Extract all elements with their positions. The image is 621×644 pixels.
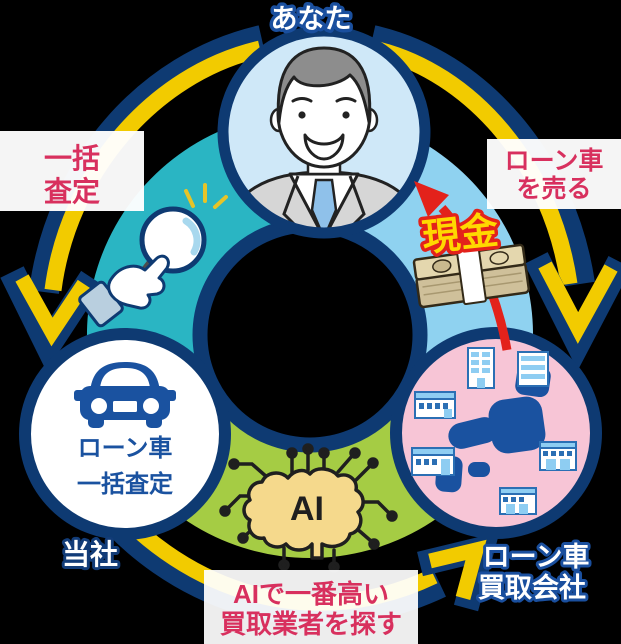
person-brow-right [335,97,357,103]
sell-badge-line2: を売る [516,175,591,203]
person-brow-left [291,97,313,103]
buyer-label-line1: ローン車 [483,542,590,572]
sell-badge: ローン車 を売る [487,139,621,209]
building-shop-1 [414,391,456,419]
hand-icon [107,254,170,310]
ai-brain [242,467,365,560]
assessment-badge-line1: 一括 [44,143,100,174]
money-icon [412,243,530,309]
cash-arrow-head [414,181,449,217]
sell-badge-line1: ローン車 [505,147,604,175]
you-node [217,25,431,239]
ai-badge: AIで一番高い 買取業者を探す [204,570,418,644]
company-circle-line1: ローン車 [78,435,173,462]
cash-label: 現金 [420,209,501,260]
building-office-1 [467,347,495,389]
arrow-right-band [372,40,578,286]
cash-flow [412,181,530,351]
magnifier-icon [78,183,228,328]
building-shop-3 [539,441,577,471]
sell-badge-box [487,139,621,209]
arrow-right-head-icon [538,261,618,344]
person-eye-right [342,111,350,119]
assessment-badge: 一括 査定 [0,131,144,211]
ai-badge-line1: AIで一番高い [233,579,389,609]
company-circle [19,328,231,540]
you-circle-border [217,25,431,239]
buyer-node [390,327,602,539]
cycle-arrow-right [368,25,621,371]
ai-icon-label: AI [290,490,324,528]
building-icons [411,347,577,515]
building-shop-4 [499,487,537,515]
building-office-2 [517,351,549,387]
buyer-label: ローン車 買取会社 [475,539,592,606]
assessment-badge-box [0,131,144,211]
ai-icon: AI [219,443,398,573]
ai-badge-line2: 買取業者を探す [220,609,402,639]
magnifier-reflection [182,217,201,256]
ring-inner-border [192,217,428,453]
assessment-badge-line2: 査定 [44,175,100,207]
sparkle-icon [184,183,228,209]
person-hair [276,46,372,124]
arrow-left-head-icon [15,274,91,347]
ai-badge-box [204,570,418,644]
buyer-label-line2: 買取会社 [478,572,586,603]
person-eye-left [298,111,306,119]
person-tie [310,178,338,228]
company-node: ローン車 一括査定 [19,328,231,540]
company-label: 当社 [62,539,118,570]
building-shop-2 [411,447,455,476]
you-label: あなた [271,4,352,34]
arrow-bottom-head-icon [428,539,487,600]
person-mouth [303,133,345,161]
company-circle-line2: 一括査定 [77,470,173,498]
car-icon [74,362,176,428]
